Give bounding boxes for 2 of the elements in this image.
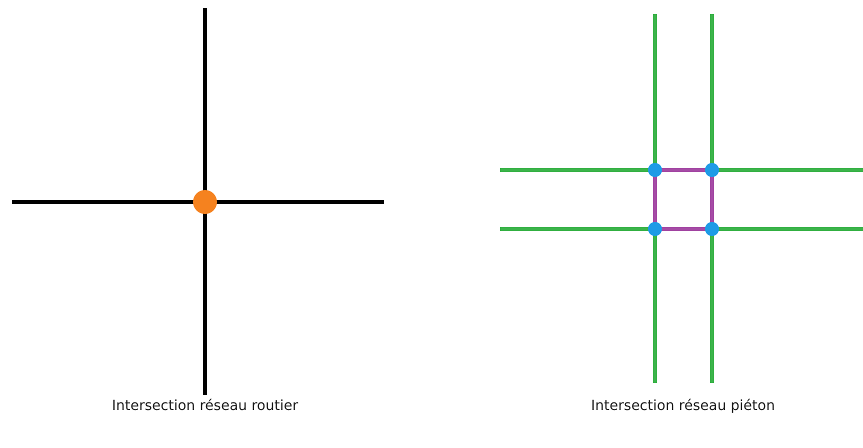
caption-text: Intersection réseau piéton xyxy=(591,398,775,414)
caption-text: Intersection réseau routier xyxy=(112,398,298,414)
